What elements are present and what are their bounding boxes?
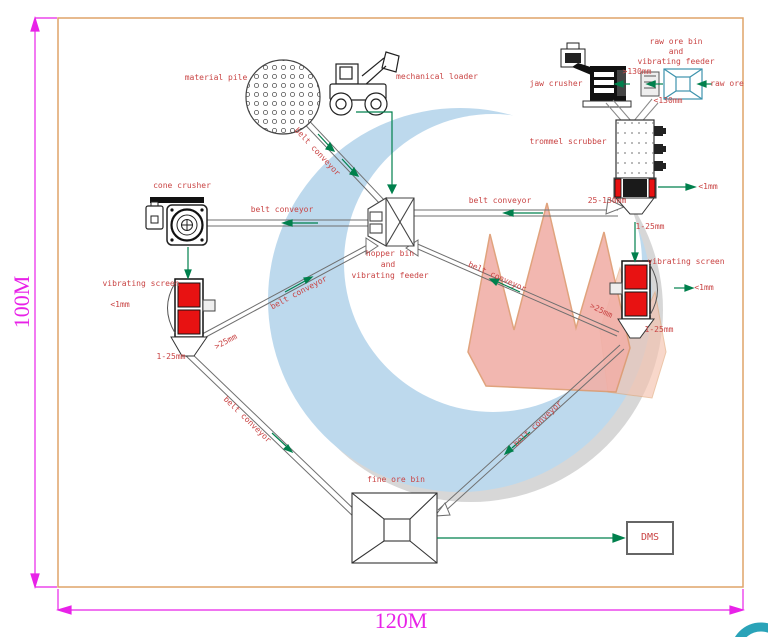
watermark-teal-arc xyxy=(735,622,768,637)
label-mechanical-loader: mechanical loader xyxy=(396,72,478,81)
label-raw-ore-bin-line3: vibrating feeder xyxy=(637,57,715,66)
drawing-border xyxy=(57,17,744,588)
left-vibrating-screen-machine xyxy=(167,278,216,357)
label-cone-crusher: cone crusher xyxy=(153,181,211,190)
label-25-130mm: 25-130mm xyxy=(587,196,627,205)
label-hopper-line2: and xyxy=(380,260,396,269)
belt-conveyor-hopper-to-cone xyxy=(207,219,370,227)
belt-conveyor-rightscreen-to-bin xyxy=(433,344,625,517)
belt-conveyors xyxy=(183,109,626,527)
trommel-scrubber-machine xyxy=(613,119,666,215)
flow-arrows xyxy=(184,80,712,543)
label-belt-conveyor-cone: belt conveyor xyxy=(250,205,314,214)
label-right-lt1mm: <1mm xyxy=(694,283,714,292)
dimension-line-horizontal xyxy=(55,589,746,615)
jaw-crusher-machine xyxy=(560,42,632,108)
label-hopper-line3: vibrating feeder xyxy=(351,271,429,280)
label-material-pile: material pile xyxy=(184,73,248,82)
label-trommel-1-25mm: 1-25mm xyxy=(635,222,665,231)
dimension-line-vertical xyxy=(30,15,57,590)
belt-conveyor-rightscreen-to-hopper xyxy=(405,239,620,337)
mechanical-loader-machine xyxy=(329,51,400,116)
label-gt130mm: >130mm xyxy=(622,67,652,76)
label-raw-ore-bin-line1: raw ore bin xyxy=(649,37,703,46)
label-raw-ore-bin-line2: and xyxy=(668,47,684,56)
label-jaw-crusher: jaw crusher xyxy=(529,79,583,88)
label-belt-conveyor-trommel: belt conveyor xyxy=(468,196,532,205)
right-vibrating-screen-machine xyxy=(609,260,658,339)
label-raw-ore: raw ore xyxy=(710,79,744,88)
label-right-1-25mm: 1-25mm xyxy=(644,325,674,334)
belt-conveyor-pile-to-hopper xyxy=(294,109,386,206)
label-left-lt1mm: <1mm xyxy=(110,300,130,309)
dms-box xyxy=(626,521,674,555)
label-left-1-25mm: 1-25mm xyxy=(156,352,186,361)
label-hopper-line1: hopper bin xyxy=(365,249,415,258)
label-fine-ore-bin: fine ore bin xyxy=(367,475,425,484)
hopper-bin-machine xyxy=(367,197,415,247)
label-trommel-scrubber: trommel scrubber xyxy=(529,137,607,146)
cone-crusher-machine xyxy=(145,197,208,246)
label-dms: DMS xyxy=(640,532,660,543)
belt-conveyor-leftscreen-to-hopper xyxy=(190,237,379,345)
material-pile-shape xyxy=(245,59,321,135)
label-vibrating-screen-right: vibrating screen xyxy=(647,257,725,266)
dimension-height-label: 100M xyxy=(9,275,34,329)
fine-ore-bin-machine xyxy=(351,492,438,564)
label-vibrating-screen-left: vibrating screen xyxy=(102,279,180,288)
label-lt130mm: <130mm xyxy=(653,96,683,105)
label-trommel-lt1mm: <1mm xyxy=(698,182,718,191)
dimension-width-label: 120M xyxy=(374,608,428,633)
